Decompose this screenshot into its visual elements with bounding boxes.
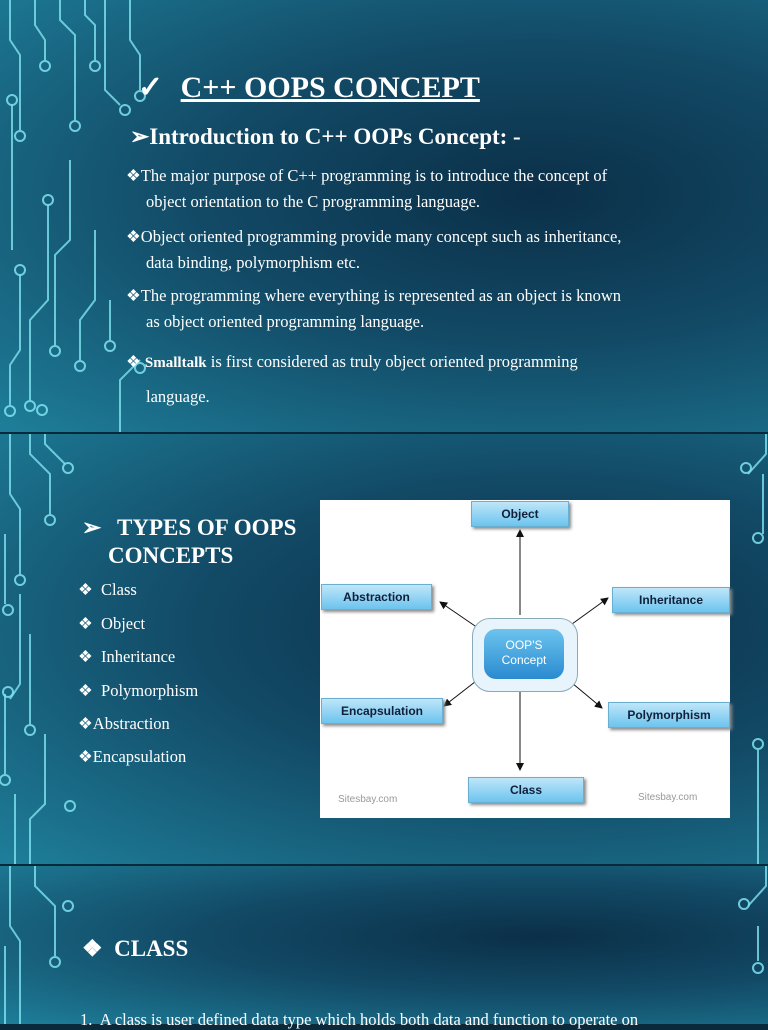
check-icon: ✓ <box>138 71 164 104</box>
subtitle-text: Introduction to C++ OOPs Concept: - <box>149 124 521 149</box>
node-polymorphism: Polymorphism <box>608 702 730 728</box>
list-item-polymorphism: ❖ Polymorphism <box>78 681 199 700</box>
circuit-decoration-right <box>738 866 767 974</box>
diamond-bullet-icon: ❖ <box>126 352 141 371</box>
circuit-decoration-left <box>4 866 74 1024</box>
list-item-encapsulation: ❖Encapsulation <box>78 747 187 766</box>
slide-class <box>0 866 768 1024</box>
diamond-bullet-icon: ❖ <box>78 714 93 733</box>
node-encapsulation: Encapsulation <box>321 698 443 724</box>
slide-title: ✓ C++ OOPS CONCEPT <box>138 70 480 105</box>
item-number: 1. <box>80 1010 93 1029</box>
circuit-decoration-left <box>0 434 76 864</box>
diamond-bullet-icon: ❖ <box>78 647 93 666</box>
bullet-item-smalltalk: ❖ Smalltalk is first considered as truly… <box>126 352 578 406</box>
circuit-decoration-left <box>4 0 146 432</box>
diamond-bullet-icon: ❖ <box>78 747 93 766</box>
bullet-item: ❖The major purpose of C++ programming is… <box>126 166 608 211</box>
arrow-bullet-icon: ➢ <box>130 124 150 149</box>
diamond-bullet-icon: ❖ <box>126 227 141 246</box>
list-item-object: ❖ Object <box>78 614 146 633</box>
arrow-bullet-icon: ➢ <box>82 515 102 540</box>
oops-concept-center: OOP'S Concept <box>472 618 578 692</box>
node-class: Class <box>468 777 584 803</box>
diamond-bullet-icon: ❖ <box>126 286 141 305</box>
list-item-inheritance: ❖ Inheritance <box>78 647 176 666</box>
title-text: C++ OOPS CONCEPT <box>180 71 480 104</box>
bullet-item: ❖Object oriented programming provide man… <box>126 227 622 272</box>
circuit-decoration-right <box>740 434 767 864</box>
slide-subtitle: ➢Introduction to C++ OOPs Concept: - <box>130 124 521 150</box>
slide-intro: ✓ C++ OOPS CONCEPT ➢Introduction to C++ … <box>0 0 768 432</box>
center-label: OOP'S Concept <box>484 629 564 679</box>
types-title: ➢ TYPES OF OOPS CONCEPTS <box>82 515 297 568</box>
bullet-item: ❖The programming where everything is rep… <box>126 286 621 331</box>
diamond-bullet-icon: ❖ <box>78 681 93 700</box>
node-abstraction: Abstraction <box>321 584 432 610</box>
diamond-bullet-icon: ❖ <box>82 936 103 961</box>
node-inheritance: Inheritance <box>612 587 730 613</box>
class-definition-item: 1. A class is user defined data type whi… <box>80 1010 639 1029</box>
diamond-bullet-icon: ❖ <box>78 580 93 599</box>
watermark-left: Sitesbay.com <box>338 794 398 805</box>
oop-concept-diagram: Object Abstraction Inheritance Encapsula… <box>320 500 730 818</box>
diamond-bullet-icon: ❖ <box>78 614 93 633</box>
list-item-abstraction: ❖Abstraction <box>78 714 170 733</box>
smalltalk-bold: Smalltalk <box>144 355 207 371</box>
diamond-bullet-icon: ❖ <box>126 166 141 185</box>
watermark-right: Sitesbay.com <box>638 792 698 803</box>
node-object: Object <box>471 501 569 527</box>
list-item-class: ❖ Class <box>78 580 137 599</box>
class-title: ❖ CLASS <box>82 936 189 961</box>
